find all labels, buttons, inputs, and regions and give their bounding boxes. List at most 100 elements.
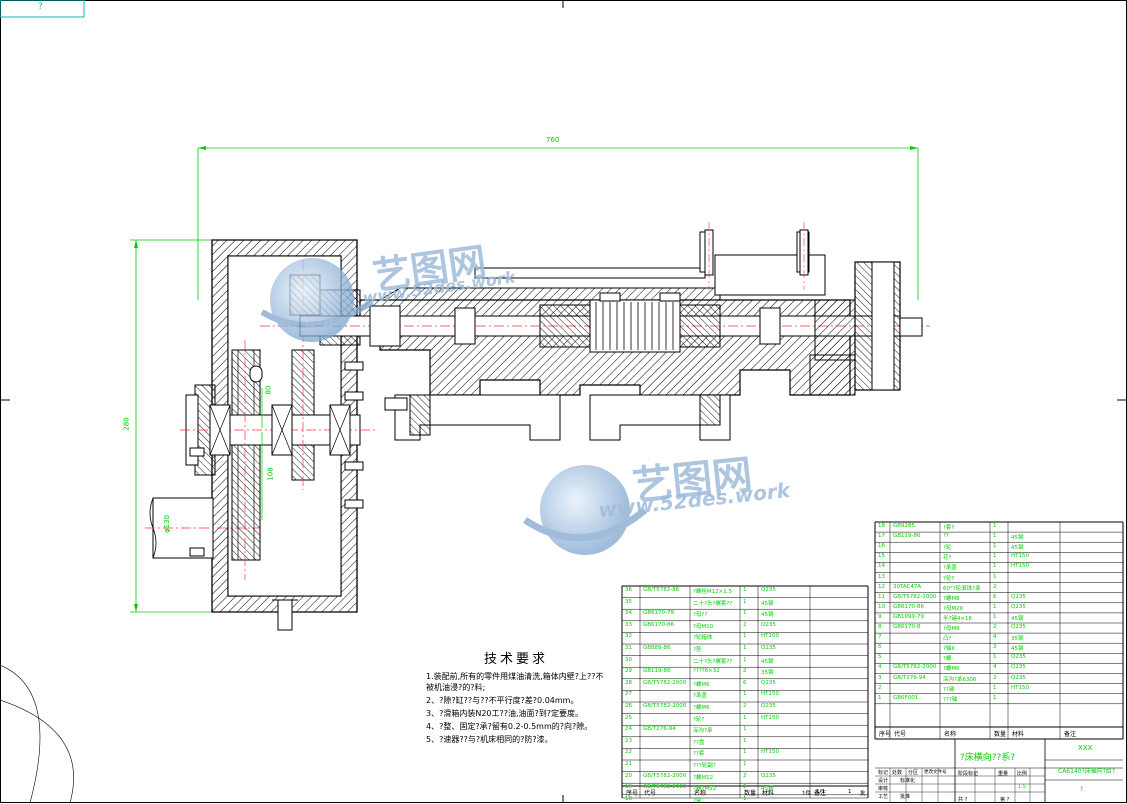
bom-cell: 20: [625, 772, 632, 779]
bom-cell: ????6×32: [693, 668, 720, 675]
bom-cell: 1: [743, 633, 747, 640]
bom-cell: 14: [878, 563, 885, 570]
bom-cell: GB/T276-94: [643, 726, 676, 733]
bom-cell: 1: [743, 749, 747, 756]
bom-cell: GB1099-79: [893, 613, 925, 620]
bom-cell: ???轮副?: [693, 763, 716, 769]
bom-cell: 21: [625, 761, 632, 767]
bom-cell: 4: [993, 664, 997, 671]
bom-cell: GB6170-79: [643, 610, 675, 617]
bom-cell: ?母M20: [943, 605, 964, 612]
bom-right-table: [874, 521, 1124, 740]
dim-text-760: 760: [546, 136, 560, 144]
bom-cell: ?套?: [943, 525, 955, 531]
bom-cell: 1: [993, 563, 997, 570]
bom-cell: 9: [878, 613, 882, 620]
bom-cell: ?螺M6: [693, 681, 710, 688]
drawing-subtitle: CA6140?床横向?给?: [1058, 768, 1116, 775]
bom-cell: 二十?头?螺套??: [693, 658, 733, 665]
bom-header-cell: 名称: [694, 790, 707, 797]
bom-cell: 12: [878, 583, 885, 590]
bom-header-cell: 数量: [994, 731, 1007, 738]
bom-header-cell: 序号: [626, 790, 639, 797]
bom-header-cell: 名称: [944, 731, 957, 738]
bom-cell: HT150: [761, 691, 779, 698]
bom-cell: 60°?轮滚珠?承: [943, 585, 981, 592]
bom-cell: HT150: [1011, 684, 1029, 691]
bom-cell: GB/T5782-2000: [643, 703, 687, 709]
bom-cell: Q235: [761, 679, 776, 686]
bom-cell: ?螺M12: [693, 774, 714, 781]
bom-cell: 18: [625, 795, 632, 802]
bom-cell: 45钢: [761, 658, 774, 665]
bom-cell: ?母M8: [943, 626, 960, 632]
bom-cell: ?轮: [943, 545, 952, 552]
bom-cell: 1: [743, 610, 747, 617]
tech-line-1: 1.装配前,所有的零件用煤油清洗,箱体内壁?上??不: [426, 672, 604, 681]
bom-header-cell: 材料: [762, 790, 775, 797]
tech-line-6: 5、?速器??与?机床相同的?防?漆。: [426, 735, 553, 744]
dim-text-108: 108: [266, 467, 275, 481]
bom-cell: ?承盖: [693, 693, 707, 700]
bom-cell: 23: [625, 737, 632, 744]
bom-cell: 深沟?承: [693, 728, 713, 735]
bom-cell: 2: [993, 583, 997, 590]
bom-header-cell: 备注: [814, 790, 827, 797]
bom-cell: 45钢: [1011, 615, 1024, 622]
bom-cell: 13: [878, 573, 885, 580]
bom-cell: ??套: [693, 751, 705, 758]
bom-cell: 1: [743, 598, 747, 605]
tb-label: 重量: [998, 771, 1009, 777]
bom-cell: GB119-86: [643, 668, 671, 675]
bom-cell: 1: [993, 694, 997, 701]
bom-cell: 1: [743, 645, 747, 651]
bom-cell: GB/T5782-2000: [643, 772, 687, 779]
bom-cell: Q235: [761, 645, 776, 651]
bom-cell: 1: [993, 543, 997, 550]
bom-cell: ?螺M8: [943, 595, 960, 602]
drawing-title: ?床横向??系?: [960, 753, 1016, 763]
bom-cell: 1: [743, 656, 747, 663]
bom-cell: Q235: [1011, 603, 1026, 610]
bom-cell: 16: [878, 543, 885, 550]
tb-label: 比例: [1017, 771, 1028, 777]
bom-cell: GB/T276-94: [893, 674, 926, 681]
bom-cell: 15: [878, 553, 885, 560]
dimension-overall-length: [197, 146, 919, 300]
bom-cell: 6: [743, 679, 747, 686]
drawing-school: ?: [1080, 786, 1084, 793]
bom-cell: 深沟?承6306: [943, 676, 977, 683]
bom-cell: 35: [625, 598, 632, 605]
bom-cell: 22: [625, 749, 632, 756]
tb-label: 标准化: [900, 778, 916, 784]
tb-label: 更改文件号: [924, 770, 947, 775]
bom-cell: 7: [878, 634, 882, 641]
bom-cell: 5: [878, 654, 882, 661]
bom-cell: 二十?头?螺套??: [693, 600, 733, 607]
bom-cell: ?架: [693, 797, 702, 804]
bom-header-cell: 代号: [644, 790, 657, 797]
bom-header-cell: 数量: [744, 790, 757, 797]
bom-cell: GB/T5782-2000: [643, 679, 687, 686]
bom-cell: 31: [625, 645, 632, 651]
bom-cell: 2: [993, 674, 997, 681]
bom-cell: HT150: [761, 749, 779, 756]
bom-cell: 2: [743, 668, 747, 675]
bom-cell: Q235: [1011, 664, 1026, 671]
bom-cell: 45钢: [761, 600, 774, 607]
bom-scale-cell: 批: [860, 791, 866, 797]
bom-cell: 半?键4×16: [943, 615, 973, 622]
tb-label: 工艺: [878, 794, 889, 800]
bom-cell: 1: [743, 761, 747, 767]
bom-cell: 6: [993, 593, 997, 600]
dim-text-80: 80: [264, 385, 273, 395]
bom-cell: HT150: [1011, 563, 1029, 570]
tb-label: 设计: [878, 778, 889, 784]
bom-cell: 2: [743, 784, 747, 791]
bom-cell: GB6F001: [893, 694, 919, 701]
bom-cell: 2: [743, 621, 747, 628]
bom-cell: 2: [993, 624, 997, 630]
bom-cell: 29: [625, 668, 632, 675]
